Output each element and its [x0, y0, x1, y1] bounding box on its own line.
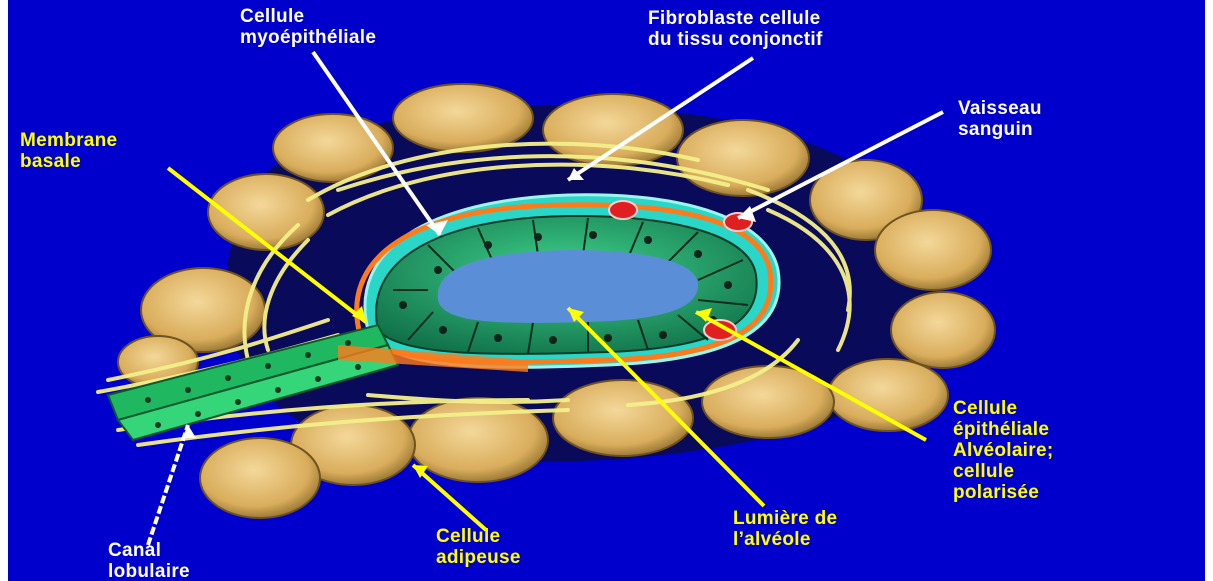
label-canal-lobulaire: Canal lobulaire: [108, 540, 190, 581]
label-cellule-myoepitheliale: Cellule myoépithéliale: [240, 6, 376, 48]
diagram-canvas: Cellule myoépithéliale Fibroblaste cellu…: [8, 0, 1205, 581]
adipocyte: [553, 380, 693, 456]
adipocyte: [200, 438, 320, 518]
label-fibroblaste: Fibroblaste cellule du tissu conjonctif: [648, 8, 823, 50]
adipocyte: [891, 292, 995, 368]
adipocyte: [273, 114, 393, 182]
label-membrane-basale: Membrane basale: [20, 130, 117, 172]
label-lumiere: Lumière de l’alvéole: [733, 508, 837, 550]
adipocyte: [875, 210, 991, 290]
blood-vessel: [609, 201, 637, 219]
label-cellule-adipeuse: Cellule adipeuse: [436, 526, 521, 568]
label-vaisseau-sanguin: Vaisseau sanguin: [958, 98, 1042, 140]
alveolar-lumen: [438, 250, 698, 323]
adipocyte: [393, 84, 533, 152]
label-cellule-epitheliale: Cellule épithéliale Alvéolaire; cellule …: [953, 398, 1053, 503]
